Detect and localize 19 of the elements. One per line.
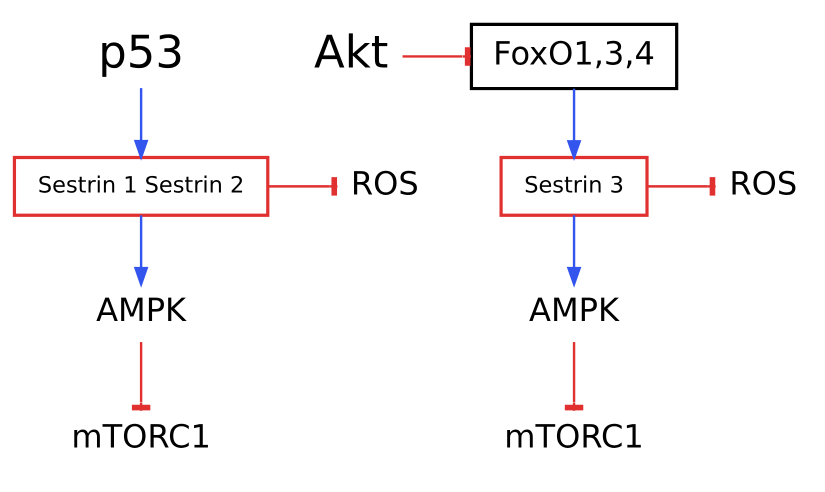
arrow: [566, 88, 582, 161]
node-box: Sestrin 1 Sestrin 2: [12, 155, 270, 216]
arrow: [134, 88, 148, 160]
connector: [647, 176, 716, 196]
node-box: Sestrin 3: [500, 155, 649, 216]
node-text: ROS: [350, 164, 419, 202]
connector: [132, 342, 150, 410]
connector: [564, 342, 584, 410]
node-box: FoxO1,3,4: [470, 22, 678, 90]
arrow: [134, 214, 148, 288]
connector: [268, 176, 338, 196]
node-text: ROS: [729, 164, 798, 202]
node-text: p53: [98, 25, 184, 78]
node-text: mTORC1: [71, 417, 211, 456]
node-text: mTORC1: [504, 417, 644, 456]
node-text: AMPK: [96, 290, 186, 329]
arrow: [566, 214, 582, 288]
node-text: AMPK: [529, 290, 620, 329]
node-text: Akt: [314, 25, 388, 78]
